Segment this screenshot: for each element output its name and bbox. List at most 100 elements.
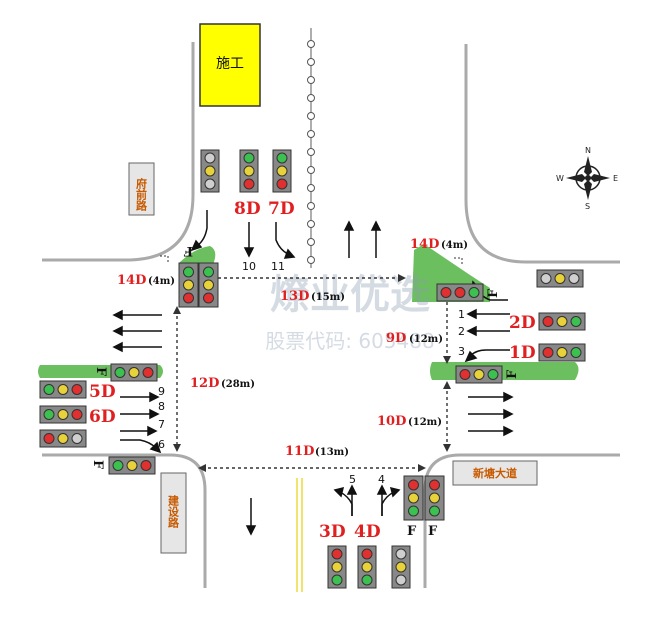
arrow-south-down [245, 498, 257, 536]
f-mark-east: F [505, 369, 520, 379]
road-edge-north-east [464, 44, 620, 264]
detector-label-14d-west: 14D [117, 273, 146, 288]
detector-14d-markers [160, 255, 463, 264]
center-line-marker [307, 40, 315, 48]
detector-label-8d: 8D [234, 199, 261, 219]
signal-head-west-3 [39, 429, 87, 448]
center-line-marker [307, 256, 315, 264]
center-line-marker [307, 130, 315, 138]
signal-head-west-1 [39, 380, 87, 399]
dim-arrowheads [173, 274, 451, 472]
signal-head-east-2 [538, 312, 586, 331]
center-line-marker [307, 202, 315, 210]
arrows-west-left [112, 309, 162, 353]
arrows-east-right [468, 391, 514, 437]
signal-head-northwest-cluster [178, 262, 219, 308]
detector-label-9d: 9D [386, 331, 406, 346]
detector-lines [176, 277, 448, 469]
compass-w: W [556, 174, 564, 183]
center-line-marker [307, 220, 315, 228]
signal-head-north-left [200, 149, 220, 193]
arrows-north-approach [190, 210, 296, 259]
center-line-marker [307, 166, 315, 174]
signal-head-east-1 [538, 343, 586, 362]
f-mark-northwest: F [183, 243, 193, 258]
detector-label-3d: 3D [319, 522, 346, 542]
signal-head-north-right [272, 149, 292, 193]
detector-label-6d: 6D [89, 407, 116, 427]
distance-label-11d: (13m) [315, 447, 349, 458]
arrows-south-approach [333, 484, 401, 516]
signal-head-north-straight [239, 149, 259, 193]
distance-labels: (4m) (4m) (15m) (12m) (28m) (12m) (13m) [148, 240, 468, 458]
distance-label-9d: (12m) [409, 334, 443, 345]
construction-label: 施工 [216, 56, 244, 72]
center-line-marker [307, 58, 315, 66]
watermark: 燎业优选 股票代码: 605488 [265, 272, 434, 353]
detector-label-13d: 13D [280, 289, 309, 304]
detector-label-1d: 1D [509, 343, 536, 363]
signal-head-west-2 [39, 405, 87, 424]
f-mark-south-2: F [428, 524, 438, 539]
center-line-marker [307, 238, 315, 246]
distance-label-14d-east: (4m) [441, 240, 468, 251]
lane-number-5: 5 [349, 473, 356, 486]
lane-number-10: 10 [242, 260, 256, 273]
detector-label-11d: 11D [285, 444, 314, 459]
watermark-brand: 燎业优选 [270, 272, 430, 318]
center-line-marker [307, 94, 315, 102]
detector-label-10d: 10D [377, 414, 406, 429]
lane-number-11: 11 [271, 260, 285, 273]
center-line-marker [307, 112, 315, 120]
detector-label-4d: 4D [354, 522, 381, 542]
construction-box [199, 23, 261, 107]
lane-number-1: 1 [458, 308, 465, 321]
detector-label-5d: 5D [89, 382, 116, 402]
road-name-box-xintang [452, 460, 538, 486]
watermark-sub: 股票代码: 605488 [265, 329, 434, 353]
detector-label-2d: 2D [509, 313, 536, 333]
road-name-box-fuqian [128, 162, 155, 216]
center-line-marker [307, 148, 315, 156]
detector-label-12d: 12D [190, 376, 219, 391]
center-line-marker [307, 184, 315, 192]
lane-number-4: 4 [378, 473, 385, 486]
arrows-north-up [343, 220, 382, 258]
compass-e: E [613, 174, 618, 183]
center-line-marker [307, 76, 315, 84]
signal-head-south-right [391, 545, 411, 589]
distance-label-14d-west: (4m) [148, 276, 175, 287]
detector-label-14d-east: 14D [410, 237, 439, 252]
f-mark-southwest: F [90, 460, 105, 470]
lane-number-9: 9 [158, 385, 165, 398]
lane-number-3: 3 [458, 345, 465, 358]
signal-head-northeast-island [436, 283, 484, 302]
f-mark-south-1: F [407, 524, 417, 539]
signal-head-east-island [455, 365, 503, 384]
distance-label-13d: (15m) [311, 292, 345, 303]
road-name-jianshe: 建设路 [167, 494, 180, 529]
lane-number-8: 8 [158, 400, 165, 413]
road-edge-north-west [42, 42, 195, 262]
lane-number-7: 7 [158, 418, 165, 431]
detector-labels: 8D 7D 14D 14D 13D 2D 9D 1D 12D 5D 6D 10D… [89, 199, 536, 542]
lane-number-6: 6 [158, 438, 165, 451]
signal-head-southeast-cluster [403, 475, 445, 521]
compass-n: N [585, 146, 591, 155]
f-mark-northeast: F [486, 288, 501, 298]
f-mark-west: F [93, 367, 108, 377]
detector-label-7d: 7D [268, 199, 295, 219]
signal-head-west-island [110, 363, 158, 382]
road-name-fuqian: 府前路 [135, 177, 148, 212]
road-name-box-jianshe [160, 472, 187, 554]
south-center-line [296, 478, 303, 592]
signal-head-southwest [108, 456, 156, 475]
distance-label-12d: (28m) [221, 379, 255, 390]
signal-head-east-top [536, 269, 584, 288]
north-center-line [307, 28, 315, 268]
signal-head-south-left [327, 545, 347, 589]
signal-head-south-straight [357, 545, 377, 589]
f-marks: F F F F F F F [90, 243, 520, 539]
lane-number-2: 2 [458, 325, 465, 338]
